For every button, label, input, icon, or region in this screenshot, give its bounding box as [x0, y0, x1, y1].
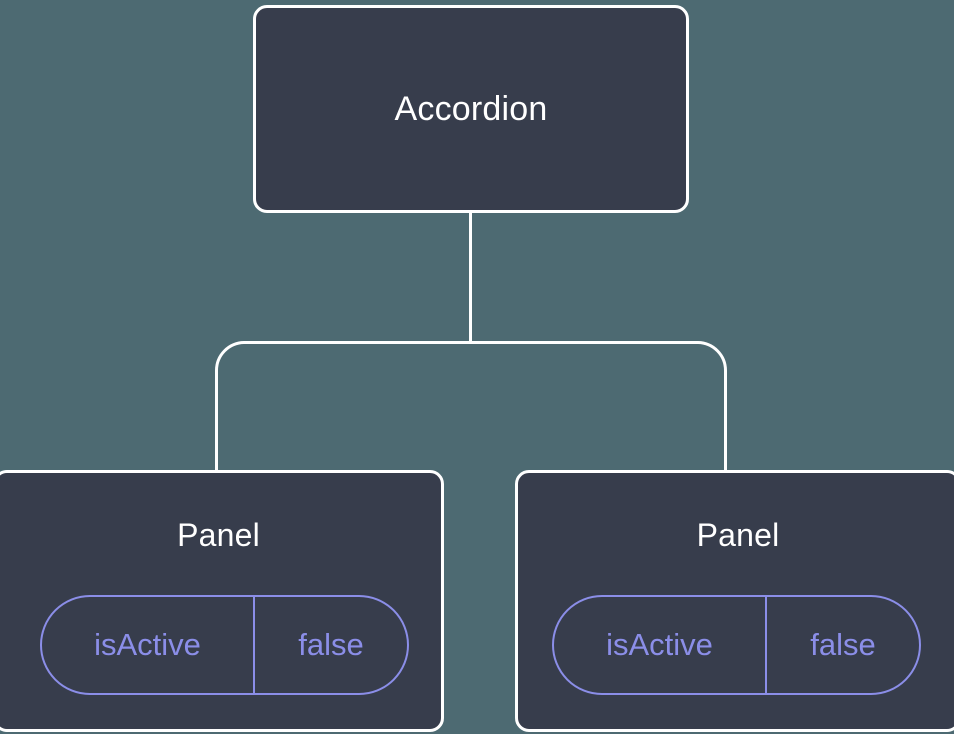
node-panel-0-prop-value: false	[298, 627, 364, 662]
node-panel-1-prop-value: false	[810, 627, 876, 662]
connector-branch-left	[215, 341, 471, 472]
node-panel-0-title: Panel	[177, 517, 260, 553]
node-panel-1-prop-pill[interactable]: isActive false	[552, 595, 921, 695]
node-accordion[interactable]: Accordion	[253, 5, 689, 213]
node-panel-0-prop-pill[interactable]: isActive false	[40, 595, 409, 695]
node-panel-0-prop-key: isActive	[42, 597, 255, 693]
node-panel-1-prop-key: isActive	[554, 597, 767, 693]
connector-branch-right	[470, 341, 727, 472]
node-panel-0[interactable]: Panel isActive false	[0, 470, 444, 732]
node-panel-1-title: Panel	[696, 517, 780, 553]
node-accordion-title: Accordion	[394, 90, 548, 128]
node-panel-1[interactable]: Panel isActive false	[515, 470, 954, 732]
